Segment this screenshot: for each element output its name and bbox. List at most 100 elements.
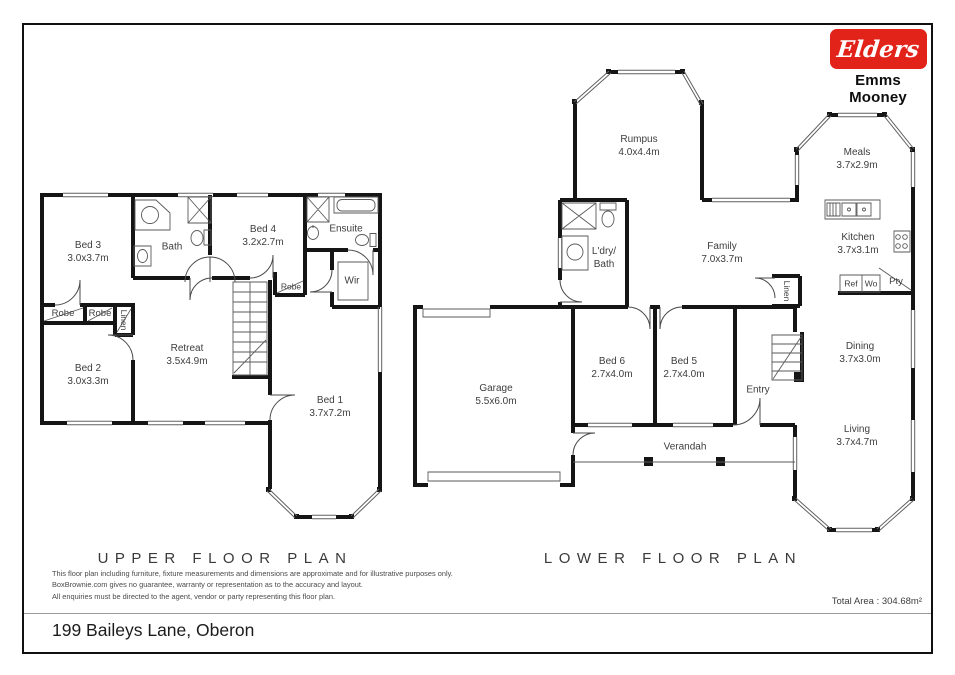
room-name: Bath (593, 259, 615, 270)
bay-corner-caps (266, 69, 915, 532)
agency-name: Emms Mooney (849, 72, 907, 106)
room-name: Robe (280, 281, 302, 292)
room-name: Garage (479, 383, 513, 394)
room-name: Bed 4 (249, 224, 277, 235)
room-dims: 4.0x4.4m (618, 147, 660, 158)
disclaimer-line: This floor plan including furniture, fix… (52, 569, 453, 578)
stove-burner-icon (895, 234, 901, 240)
room-name: Robe (88, 307, 112, 319)
room-label-bed3: Bed 3 3.0x3.7m (67, 239, 108, 265)
room-dims: 2.7x4.0m (591, 369, 633, 380)
room-label-robe-b: Robe (89, 308, 112, 320)
room-label-linen-upper: Linen (119, 309, 129, 331)
room-label-retreat: Retreat 3.5x4.9m (166, 342, 207, 368)
room-label-ensuite: Ensuite (329, 223, 362, 236)
room-dims: 5.5x6.0m (475, 396, 517, 407)
room-label-bed2: Bed 2 3.0x3.3m (67, 362, 108, 388)
label-ref: Ref (844, 278, 857, 289)
label-wo: Wo (865, 278, 878, 289)
room-name: Robe (51, 307, 75, 319)
lower-floor-title: LOWER FLOOR PLAN (543, 550, 803, 567)
room-dims: 3.2x2.7m (242, 237, 284, 248)
room-name: Family (707, 241, 737, 252)
room-name: Living (843, 424, 871, 435)
stove-burner-icon (902, 243, 908, 249)
verandah-post (716, 457, 725, 466)
corner-bath-icon (141, 206, 159, 224)
room-name: Bed 2 (74, 363, 102, 374)
room-dims: 3.0x3.7m (67, 253, 109, 264)
room-label-robe-a: Robe (52, 308, 75, 320)
room-dims: 3.7x3.0m (839, 354, 881, 365)
elders-logo-text: Elders (836, 35, 921, 63)
disclaimer-text: This floor plan including furniture, fix… (52, 568, 453, 602)
room-label-ldry-bath: L'dry/ Bath (592, 245, 616, 271)
footer-divider (24, 613, 931, 614)
property-address: 199 Baileys Lane, Oberon (52, 620, 255, 640)
elders-logo: Elders (830, 29, 927, 69)
room-name: Bed 5 (670, 356, 698, 367)
sink-drain-icon (847, 207, 851, 212)
page-border-frame (22, 23, 933, 654)
room-label-bed5: Bed 5 2.7x4.0m (663, 355, 704, 381)
room-name: Verandah (663, 441, 707, 453)
toilet-icon (190, 230, 204, 246)
room-dims: 3.7x3.1m (837, 245, 879, 256)
room-name: Pty (889, 275, 903, 287)
room-label-kitchen: Kitchen 3.7x3.1m (837, 231, 878, 257)
doors (54, 249, 776, 456)
room-name: Dining (845, 341, 875, 352)
room-name: Retreat (170, 343, 204, 354)
room-dims: 7.0x3.7m (701, 254, 743, 265)
basin-icon (137, 249, 148, 263)
laundry-trough-icon (566, 243, 584, 261)
room-label-bed6: Bed 6 2.7x4.0m (591, 355, 632, 381)
room-dims: 3.0x3.3m (67, 376, 109, 387)
room-label-wir: Wir (345, 275, 360, 288)
room-label-bed4: Bed 4 3.2x2.7m (242, 223, 283, 249)
room-name: Ref (844, 278, 858, 289)
room-dims: 3.7x7.2m (309, 408, 351, 419)
walls (40, 70, 915, 532)
room-name: Wo (864, 278, 878, 289)
room-dims: 3.7x2.9m (836, 160, 878, 171)
room-label-meals: Meals 3.7x2.9m (836, 146, 877, 172)
room-name: Bed 6 (598, 356, 626, 367)
room-label-dining: Dining 3.7x3.0m (839, 340, 880, 366)
room-name: Bed 3 (74, 240, 102, 251)
stove-burner-icon (902, 234, 908, 240)
room-name: Entry (746, 384, 770, 396)
bathtub-icon (336, 199, 376, 212)
room-dims: 3.7x4.7m (836, 437, 878, 448)
stair-newel (794, 372, 804, 382)
room-label-living: Living 3.7x4.7m (836, 423, 877, 449)
room-name: Kitchen (841, 232, 875, 243)
room-label-entry: Entry (746, 384, 769, 397)
room-dims: 3.5x4.9m (166, 356, 208, 367)
room-label-bath: Bath (162, 241, 183, 254)
room-label-linen-lower: Linen (782, 280, 792, 302)
room-name: Meals (843, 147, 871, 158)
windows (63, 69, 916, 533)
fixture-rounds (137, 199, 908, 263)
sink-drain-icon (862, 207, 866, 212)
room-label-bed1: Bed 1 3.7x7.2m (309, 394, 350, 420)
room-name: Ensuite (329, 223, 363, 235)
toilet-icon (355, 234, 369, 246)
disclaimer-line: All enquiries must be directed to the ag… (52, 591, 336, 601)
upper-floor-title: UPPER FLOOR PLAN (97, 550, 353, 567)
room-label-garage: Garage 5.5x6.0m (475, 382, 516, 408)
room-label-family: Family 7.0x3.7m (701, 240, 742, 266)
room-name: Wir (344, 275, 360, 287)
label-pty: Pty (889, 276, 903, 288)
verandah-post (644, 457, 653, 466)
room-name: L'dry/ (591, 246, 617, 257)
basin-icon (307, 226, 319, 240)
room-label-robe-bed4: Robe (281, 281, 301, 292)
disclaimer-line: BoxBrownie.com gives no guarantee, warra… (52, 580, 363, 590)
total-area: Total Area : 304.68m² (831, 596, 922, 607)
room-label-verandah: Verandah (664, 441, 707, 454)
stove-burner-icon (895, 243, 901, 249)
